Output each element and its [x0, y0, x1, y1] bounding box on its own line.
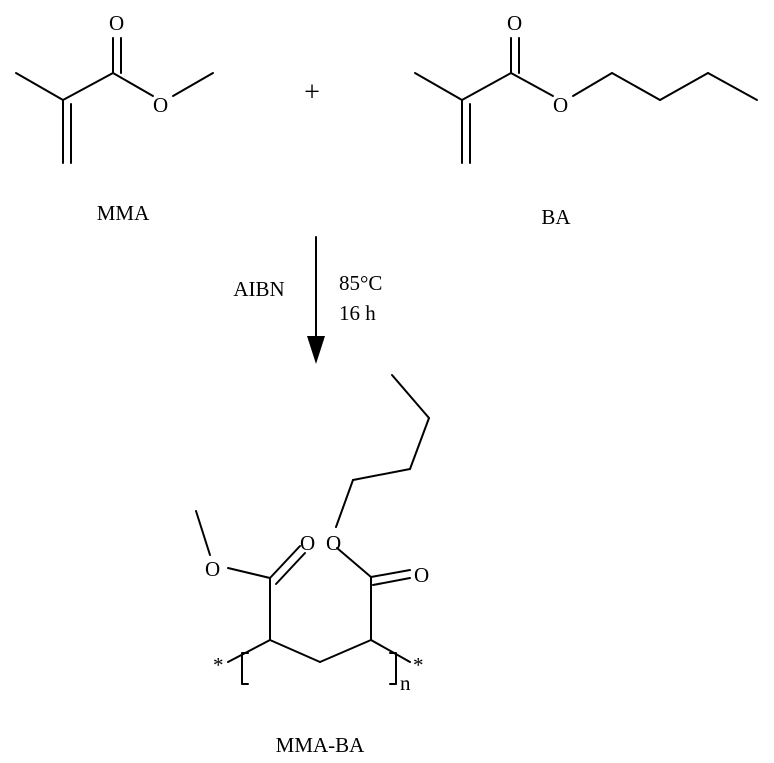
- time-label: 16 h: [339, 301, 376, 325]
- ba-ester-oxygen: O: [553, 93, 568, 117]
- repeat-index: n: [400, 671, 411, 695]
- mma-label: MMA: [97, 201, 150, 225]
- ba-structure: O O: [414, 11, 758, 164]
- product-methoxy-oxygen: O: [205, 557, 220, 581]
- left-end-group: *: [213, 653, 224, 677]
- initiator-label: AIBN: [233, 277, 284, 301]
- plus-sign: +: [304, 77, 320, 108]
- reaction-arrow: [307, 236, 325, 364]
- ba-label: BA: [541, 205, 571, 229]
- product-ba-carbonyl-oxygen: O: [414, 563, 429, 587]
- product-label: MMA-BA: [276, 733, 366, 757]
- mma-carbonyl-oxygen: O: [109, 11, 124, 35]
- mma-structure: O O: [15, 11, 214, 164]
- product-mma-carbonyl-oxygen: O: [300, 531, 315, 555]
- mma-ester-oxygen: O: [153, 93, 168, 117]
- temperature-label: 85°C: [339, 271, 382, 295]
- product-structure: O O O O * n *: [195, 374, 430, 695]
- right-end-group: *: [413, 653, 424, 677]
- product-ba-ester-oxygen: O: [326, 531, 341, 555]
- ba-carbonyl-oxygen: O: [507, 11, 522, 35]
